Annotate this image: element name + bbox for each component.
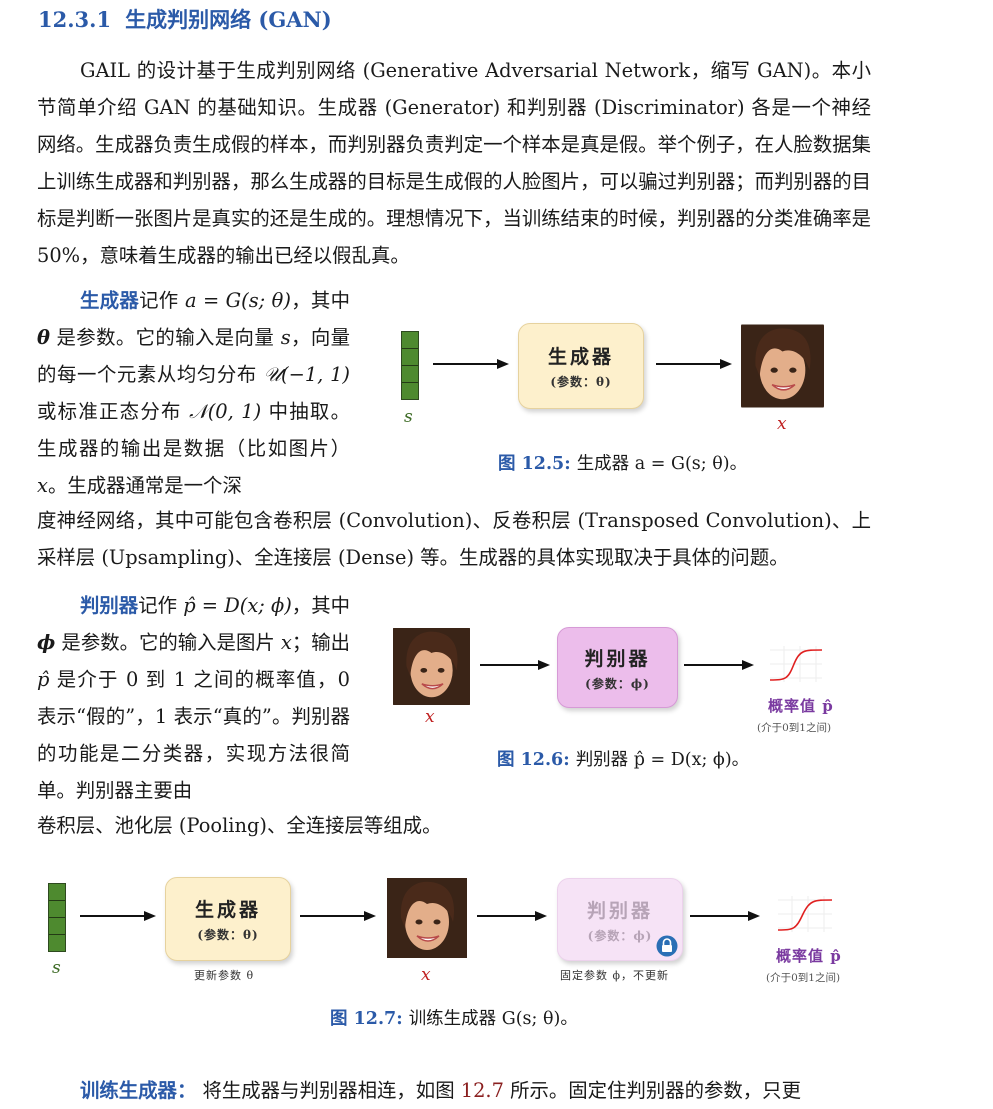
arrow-right-icon [480,660,550,670]
generator-formula: a = G(s; θ) [184,289,291,312]
discriminator-keyword: 判别器 [80,594,139,617]
fig7-caption: 图 12.7:训练生成器 G(s; θ)。 [330,1009,578,1029]
arrow-right-icon [684,660,754,670]
face-photo-icon [741,324,824,408]
generator-paragraph: 生成器记作 a = G(s; θ)，其中 θ 是参数。它的输入是向量 s，向量的… [37,289,351,497]
generator-box-title: 生成器 [194,899,261,921]
face-photo-icon [393,628,470,705]
arrow-right-icon [433,359,509,369]
section-number: 12.3.1 [38,7,112,32]
discriminator-formula: p̂ = D(x; ϕ) [183,594,292,617]
fig6-prob-sub: (介于0到1之间) [757,722,832,734]
fig5-label-s: s [404,407,413,427]
discriminator-paragraph: 判别器记作 p̂ = D(x; ϕ)，其中 ϕ 是参数。它的输入是图片 x；输出… [37,594,350,802]
generator-box-title: 生成器 [547,346,614,368]
figure-ref-link[interactable]: 12.7 [460,1079,504,1102]
generator-box-params: (参数：θ) [197,928,259,942]
fig7-label-s: s [52,958,61,978]
discriminator-paragraph-continued: 卷积层、池化层 (Pooling)、全连接层等组成。 [37,814,442,837]
fig5-generator-box: 生成器 (参数：θ) [518,323,644,409]
generator-paragraph-continued: 度神经网络，其中可能包含卷积层 (Convolution)、反卷积层 (Tran… [37,509,871,569]
arrow-right-icon [690,911,760,921]
fig7-note-discriminator: 固定参数 ϕ，不更新 [560,969,669,982]
input-vector-icon [401,331,419,400]
fig5-caption: 图 12.5:生成器 a = G(s; θ)。 [498,454,748,474]
discriminator-box-params: (参数：ϕ) [587,928,653,943]
input-vector-icon [48,883,66,952]
lock-icon [656,935,678,957]
fig5-label-x: x [777,414,787,434]
discriminator-box-title: 判别器 [584,647,651,670]
fig7-note-generator: 更新参数 θ [194,969,255,982]
sigmoid-curve-icon [777,896,833,932]
fig6-discriminator-box: 判别器 (参数：ϕ) [557,627,678,708]
arrow-right-icon [656,359,732,369]
fig6-label-x: x [425,707,435,727]
fig6-prob-title: 概率值 p̂ [768,697,834,715]
discriminator-box-params: (参数：ϕ) [585,676,650,691]
training-paragraph: 训练生成器： 将生成器与判别器相连，如图 12.7 所示。固定住判别器的参数，只… [80,1079,801,1102]
arrow-right-icon [80,911,156,921]
generator-box-params: (参数：θ) [550,375,612,389]
training-keyword: 训练生成器： [80,1079,197,1102]
face-photo-icon [387,878,467,958]
arrow-right-icon [300,911,376,921]
sigmoid-curve-icon [769,646,823,682]
fig7-prob-sub: (介于0到1之间) [766,972,841,984]
intro-paragraph: GAIL 的设计基于生成判别网络 (Generative Adversarial… [37,59,871,267]
discriminator-box-title: 判别器 [586,899,653,922]
section-title: 12.3.1 生成判别网络 (GAN) [38,4,332,34]
fig7-generator-box: 生成器 (参数：θ) [165,877,291,961]
fig6-caption: 图 12.6:判别器 p̂ = D(x; ϕ)。 [497,750,750,770]
fig7-prob-title: 概率值 p̂ [776,947,842,965]
section-heading: 生成判别网络 (GAN) [125,7,332,32]
generator-keyword: 生成器 [80,289,140,312]
fig7-discriminator-box: 判别器 (参数：ϕ) [557,878,683,961]
fig7-label-x: x [421,965,431,985]
arrow-right-icon [477,911,547,921]
